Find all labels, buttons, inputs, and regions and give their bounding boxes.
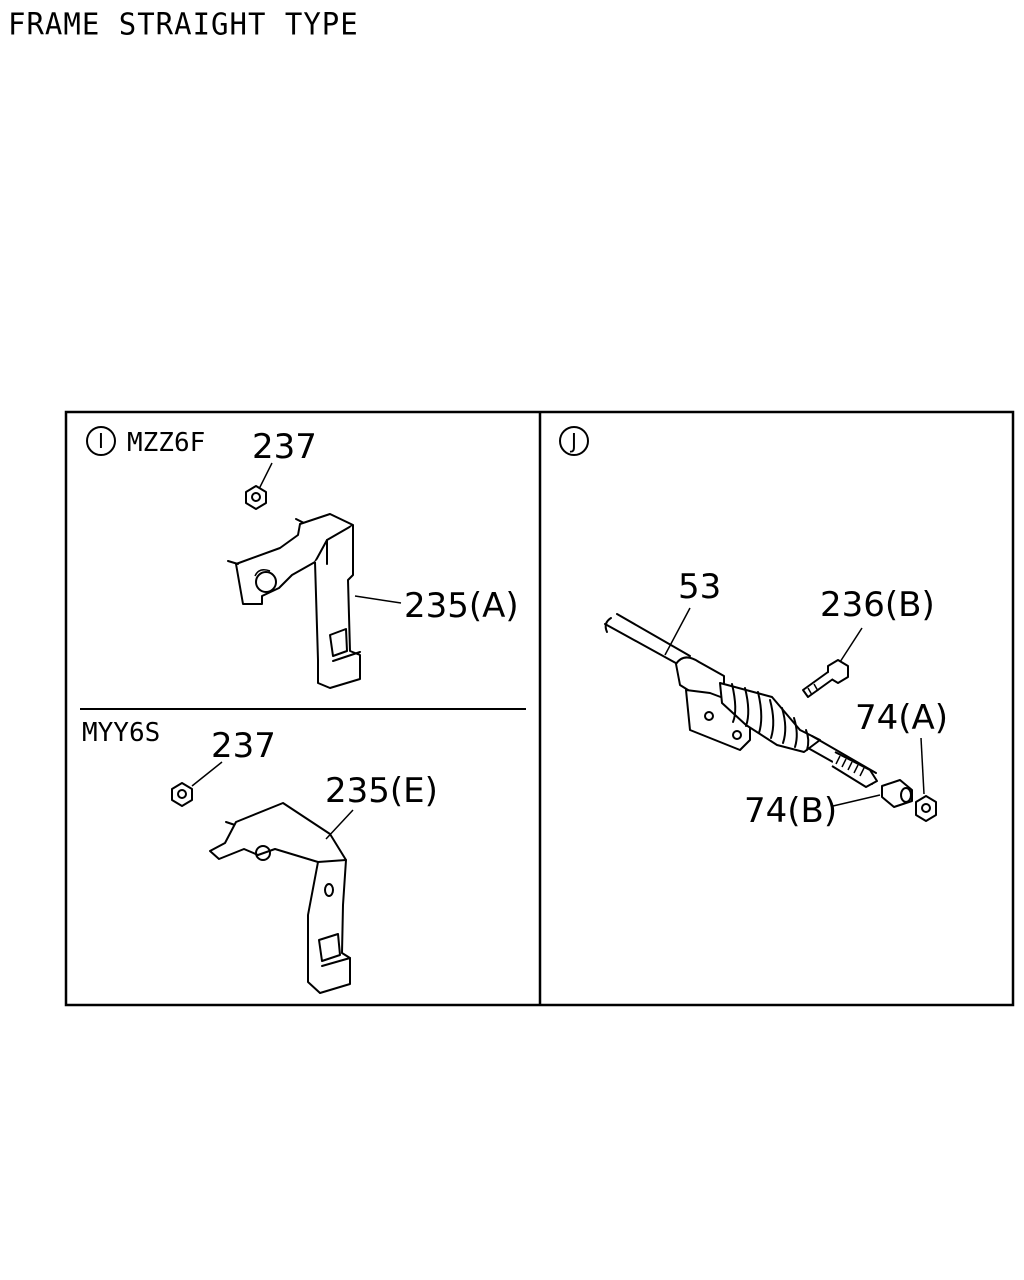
label-237-top: 237	[252, 427, 317, 467]
nut-237-bottom	[171, 782, 193, 807]
label-53: 53	[678, 567, 721, 607]
leader-74b	[832, 794, 881, 807]
leader-74a	[920, 737, 925, 795]
leader-235e	[325, 809, 354, 840]
label-237-bottom: 237	[211, 726, 276, 766]
model-code-myy6s: MYY6S	[82, 718, 160, 748]
leader-235a	[354, 595, 402, 604]
label-74b: 74(B)	[744, 791, 837, 831]
leader-237-bottom	[191, 761, 223, 787]
label-236b: 236(B)	[820, 585, 935, 625]
collar-74b	[881, 779, 913, 808]
bracket-235a	[227, 513, 361, 689]
model-code-mzz6f: MZZ6F	[127, 428, 205, 458]
panel-i-marker-letter: I	[98, 429, 104, 453]
nut-74a	[915, 795, 937, 822]
bolt-236b	[802, 659, 849, 698]
leader-237-top	[258, 462, 273, 490]
label-235a: 235(A)	[404, 586, 519, 626]
bracket-235e	[209, 802, 351, 994]
cable-53	[604, 613, 878, 788]
leader-53	[664, 607, 691, 656]
panel-i-marker: I	[86, 426, 116, 456]
page-title: FRAME STRAIGHT TYPE	[8, 6, 359, 42]
panel-j-marker-letter: J	[569, 429, 577, 453]
leader-236b	[839, 627, 863, 663]
nut-237-top	[245, 485, 267, 510]
label-235e: 235(E)	[325, 771, 438, 811]
panel-j-marker: J	[559, 426, 589, 456]
label-74a: 74(A)	[855, 698, 948, 738]
